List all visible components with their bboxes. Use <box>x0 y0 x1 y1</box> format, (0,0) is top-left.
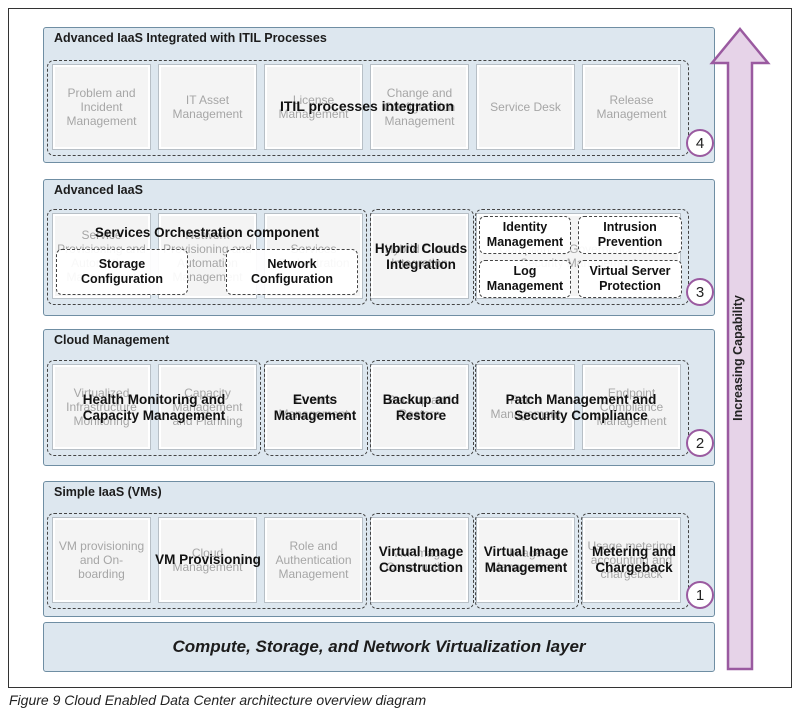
layer-title: Advanced IaaS <box>54 183 143 197</box>
layer-badge-3: 3 <box>686 278 714 306</box>
virtual-image-construction-group <box>370 513 474 609</box>
layer-title: Simple IaaS (VMs) <box>54 485 162 499</box>
health-monitoring-group <box>47 360 261 456</box>
patch-group <box>475 360 689 456</box>
cloud-tile-events: Events Management <box>264 364 363 450</box>
virtualization-base-layer: Compute, Storage, and Network Virtualiza… <box>43 622 715 672</box>
layer-title: Cloud Management <box>54 333 170 347</box>
hybrid-cloud-group <box>370 209 474 305</box>
simple-tile-usage-metering: Usage metering, accounting and chargebac… <box>582 517 681 603</box>
cloud-tile-endpoint: Endpoint Compliance Management <box>582 364 681 450</box>
layer-badge-2: 2 <box>686 429 714 457</box>
simple-tile-cloud-management: Cloud Management <box>158 517 257 603</box>
itil-tile-problem: Problem and Incident Management <box>52 64 151 150</box>
itil-tile-license: License Management <box>264 64 363 150</box>
virtual-image-management-group <box>475 513 579 609</box>
layer-title: Advanced IaaS Integrated with ITIL Proce… <box>54 31 327 45</box>
itil-group <box>47 60 689 156</box>
backup-group <box>370 360 474 456</box>
simple-tile-role-auth: Role and Authentication Management <box>264 517 363 603</box>
orchestration-group <box>47 209 367 305</box>
intrusion-prevention-box: Intrusion Prevention <box>578 216 682 254</box>
itil-tile-change: Change and Configuration Management <box>370 64 469 150</box>
metering-group <box>581 513 689 609</box>
cloud-tile-capacity: Capacity Management and Planning <box>158 364 257 450</box>
vm-provisioning-group <box>47 513 367 609</box>
virtual-server-protection-box: Virtual Server Protection <box>578 260 682 298</box>
simple-tile-vm-provisioning: VM provisioning and On-boarding <box>52 517 151 603</box>
adv-tile-hybrid-cloud: Hybrid Cloud Integration <box>370 213 469 299</box>
cloud-tile-backup: Backup and Restore <box>370 364 469 450</box>
simple-tile-image-management: Image Management <box>476 517 575 603</box>
layer-badge-4: 4 <box>686 129 714 157</box>
security-group <box>475 209 689 305</box>
increasing-capability-arrow <box>709 27 771 671</box>
log-management-box: Log Management <box>479 260 571 298</box>
itil-tile-service-desk: Service Desk <box>476 64 575 150</box>
simple-tile-vm-image: VM Image Construction <box>370 517 469 603</box>
network-configuration-box: Network Configuration <box>226 249 358 295</box>
increasing-capability-label: Increasing Capability <box>731 295 745 421</box>
figure-caption: Figure 9 Cloud Enabled Data Center archi… <box>9 692 427 708</box>
cloud-tile-patch: Patch Management <box>476 364 575 450</box>
events-group <box>264 360 368 456</box>
itil-tile-asset: IT Asset Management <box>158 64 257 150</box>
itil-tile-release: Release Management <box>582 64 681 150</box>
identity-management-box: Identity Management <box>479 216 571 254</box>
cloud-tile-virtualized-monitoring: Virtualized Infrastructure Monitoring <box>52 364 151 450</box>
layer-badge-1: 1 <box>686 581 714 609</box>
storage-configuration-box: Storage Configuration <box>56 249 188 295</box>
